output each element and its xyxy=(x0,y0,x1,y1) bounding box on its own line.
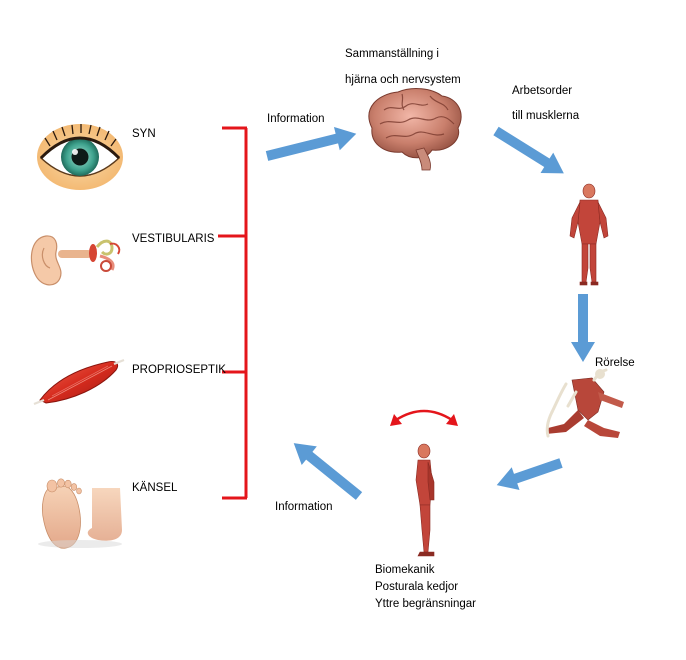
ear-icon xyxy=(30,235,121,286)
label-information-top: Information xyxy=(267,113,325,125)
sensory-bracket xyxy=(218,126,248,500)
label-proprioseptik: PROPRIOSEPTIK xyxy=(132,364,226,376)
arrow-to-movement xyxy=(571,294,595,362)
anatomy-figure-side xyxy=(415,443,435,557)
arrow-to-brain xyxy=(265,126,357,161)
arrow-to-posture xyxy=(496,458,563,490)
feet-icon xyxy=(38,478,122,549)
label-vestibularis: VESTIBULARIS xyxy=(132,233,215,245)
label-information-bottom: Information xyxy=(275,501,333,513)
label-posturala-kedjor: Posturala kedjor xyxy=(375,581,458,593)
balance-arrow xyxy=(390,409,458,426)
label-brain-line1: Sammanställning i xyxy=(345,48,439,60)
label-brain-line2: hjärna och nervsystem xyxy=(345,74,461,86)
label-biomekanik: Biomekanik xyxy=(375,564,435,576)
arrow-to-muscles xyxy=(493,126,564,174)
eye-icon xyxy=(37,124,123,190)
label-syn: SYN xyxy=(132,128,156,140)
label-movement: Rörelse xyxy=(595,357,635,369)
muscle-icon xyxy=(33,358,125,406)
label-orders-line1: Arbetsorder xyxy=(512,85,572,97)
brain-icon xyxy=(368,88,462,171)
label-orders-line2: till musklerna xyxy=(512,110,580,122)
anatomy-figure-front xyxy=(569,183,609,286)
arrow-back-to-senses xyxy=(293,443,363,500)
running-figure xyxy=(545,368,624,438)
label-yttre-begransningar: Yttre begränsningar xyxy=(375,598,476,610)
label-kansel: KÄNSEL xyxy=(132,482,178,494)
